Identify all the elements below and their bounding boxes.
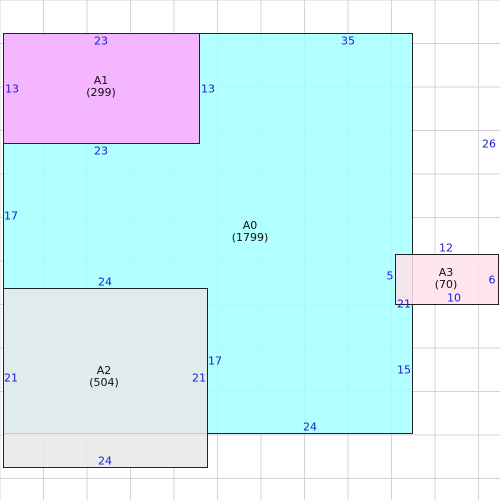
a0-notch-left-dimension: 5 bbox=[386, 269, 394, 283]
room-a2-name: A2 bbox=[96, 364, 112, 377]
room-a1-label: A1 (299) bbox=[86, 75, 116, 99]
room-a0-name: A0 bbox=[242, 219, 258, 232]
a0-right-lower-dimension: 15 bbox=[397, 363, 411, 377]
room-a3-name: A3 bbox=[438, 266, 454, 279]
room-a1-area: (299) bbox=[86, 86, 116, 99]
a0-notch-bottom-dimension: 21 bbox=[397, 297, 411, 311]
room-a3[interactable] bbox=[395, 254, 499, 305]
room-a1[interactable] bbox=[3, 33, 200, 144]
room-a3-label: A3 (70) bbox=[435, 267, 458, 291]
a0-a2-right-dimension: 17 bbox=[208, 354, 222, 368]
room-a1-name: A1 bbox=[93, 74, 109, 87]
a2-left-dimension: 21 bbox=[4, 371, 18, 385]
a3-right-dimension: 6 bbox=[488, 273, 496, 287]
a2-bottom-dimension: 24 bbox=[98, 454, 112, 468]
room-a0-label: A0 (1799) bbox=[232, 220, 269, 244]
a3-top-dimension: 12 bbox=[439, 241, 453, 255]
room-a2[interactable] bbox=[3, 288, 208, 468]
a0-left-dimension: 17 bbox=[4, 209, 18, 223]
a0-bottom-dimension: 24 bbox=[303, 420, 317, 434]
a1-right-dimension: 13 bbox=[201, 82, 215, 96]
room-a2-label: A2 (504) bbox=[89, 365, 119, 389]
a2-top-dimension: 24 bbox=[98, 275, 112, 289]
a2-right-dimension: 21 bbox=[192, 371, 206, 385]
a1-left-dimension: 13 bbox=[5, 82, 19, 96]
room-a3-area: (70) bbox=[434, 278, 458, 291]
a3-bottom-dimension: 10 bbox=[447, 291, 461, 305]
a1-bottom-dimension: 23 bbox=[94, 144, 108, 158]
room-a2-area: (504) bbox=[89, 376, 119, 389]
room-a0-area: (1799) bbox=[231, 231, 269, 244]
a1-top-dimension: 23 bbox=[94, 34, 108, 48]
a0-top-dimension: 35 bbox=[341, 34, 355, 48]
a0-right-dimension: 26 bbox=[482, 137, 496, 151]
